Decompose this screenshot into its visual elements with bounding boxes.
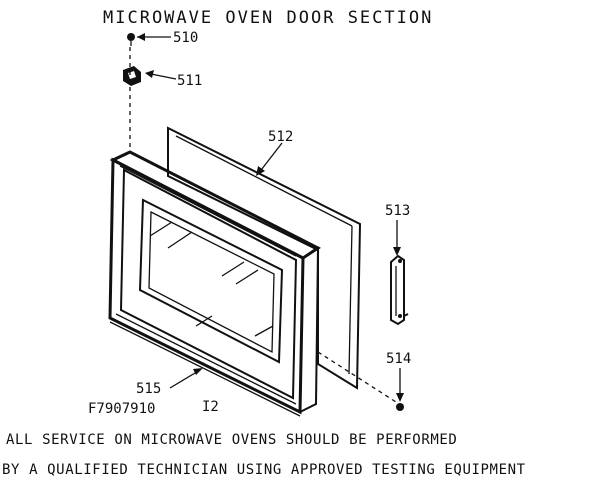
callout-label-511: 511 <box>177 73 202 89</box>
door-latch-513 <box>390 254 409 326</box>
callout-label-510: 510 <box>173 30 198 46</box>
screw-514 <box>396 403 404 411</box>
notice-line-2: BY A QUALIFIED TECHNICIAN USING APPROVED… <box>2 462 526 478</box>
screw-510 <box>127 33 135 46</box>
callout-arrow-511 <box>145 70 177 80</box>
notice-line-1: ALL SERVICE ON MICROWAVE OVENS SHOULD BE… <box>6 432 457 448</box>
callout-label-513: 513 <box>385 203 410 219</box>
diagram-title: MICROWAVE OVEN DOOR SECTION <box>103 8 433 28</box>
callout-label-514: 514 <box>386 351 411 367</box>
part-number: F7907910 <box>88 401 155 417</box>
callout-arrow-513 <box>393 220 401 256</box>
callout-arrow-515 <box>169 368 203 389</box>
callout-label-512: 512 <box>268 129 293 145</box>
door-window <box>138 198 284 364</box>
door-seal-panel-512 <box>167 126 362 390</box>
hinge-bracket-511 <box>123 66 141 86</box>
callout-arrow-510 <box>137 33 171 41</box>
revision-code: I2 <box>202 399 219 415</box>
door-frame-515 <box>108 150 321 417</box>
callout-label-515: 515 <box>136 381 161 397</box>
callout-arrow-514 <box>396 368 404 402</box>
callout-arrow-512 <box>256 142 283 176</box>
